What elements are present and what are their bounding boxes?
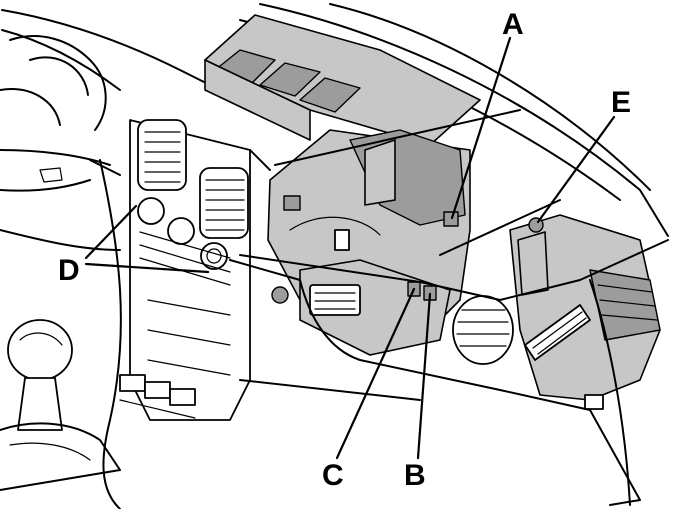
callout-a: A bbox=[502, 8, 524, 41]
leader-d-upper bbox=[84, 204, 138, 260]
callout-c: C bbox=[322, 459, 344, 492]
leader-b bbox=[416, 292, 432, 460]
callout-b: B bbox=[404, 459, 426, 492]
callout-d: D bbox=[58, 254, 80, 287]
passenger-vent bbox=[524, 304, 591, 361]
control-knob-centre bbox=[167, 217, 195, 245]
leader-c bbox=[335, 287, 416, 460]
leader-e bbox=[536, 115, 616, 224]
side-vent bbox=[452, 295, 514, 365]
control-knob-left bbox=[137, 197, 165, 225]
callout-e: E bbox=[611, 86, 631, 119]
gear-lever bbox=[0, 319, 121, 491]
right-air-vent bbox=[199, 167, 249, 239]
leader-a bbox=[450, 36, 512, 220]
clip-a bbox=[443, 211, 459, 227]
switch-bank bbox=[119, 374, 196, 419]
leader-lines bbox=[84, 36, 616, 460]
dashboard-frame bbox=[229, 109, 669, 506]
control-knob-right bbox=[200, 242, 228, 270]
heater-assembly bbox=[204, 14, 661, 410]
leader-d-lower bbox=[84, 262, 210, 274]
left-air-vent bbox=[137, 119, 187, 191]
fixing-e bbox=[528, 217, 544, 233]
